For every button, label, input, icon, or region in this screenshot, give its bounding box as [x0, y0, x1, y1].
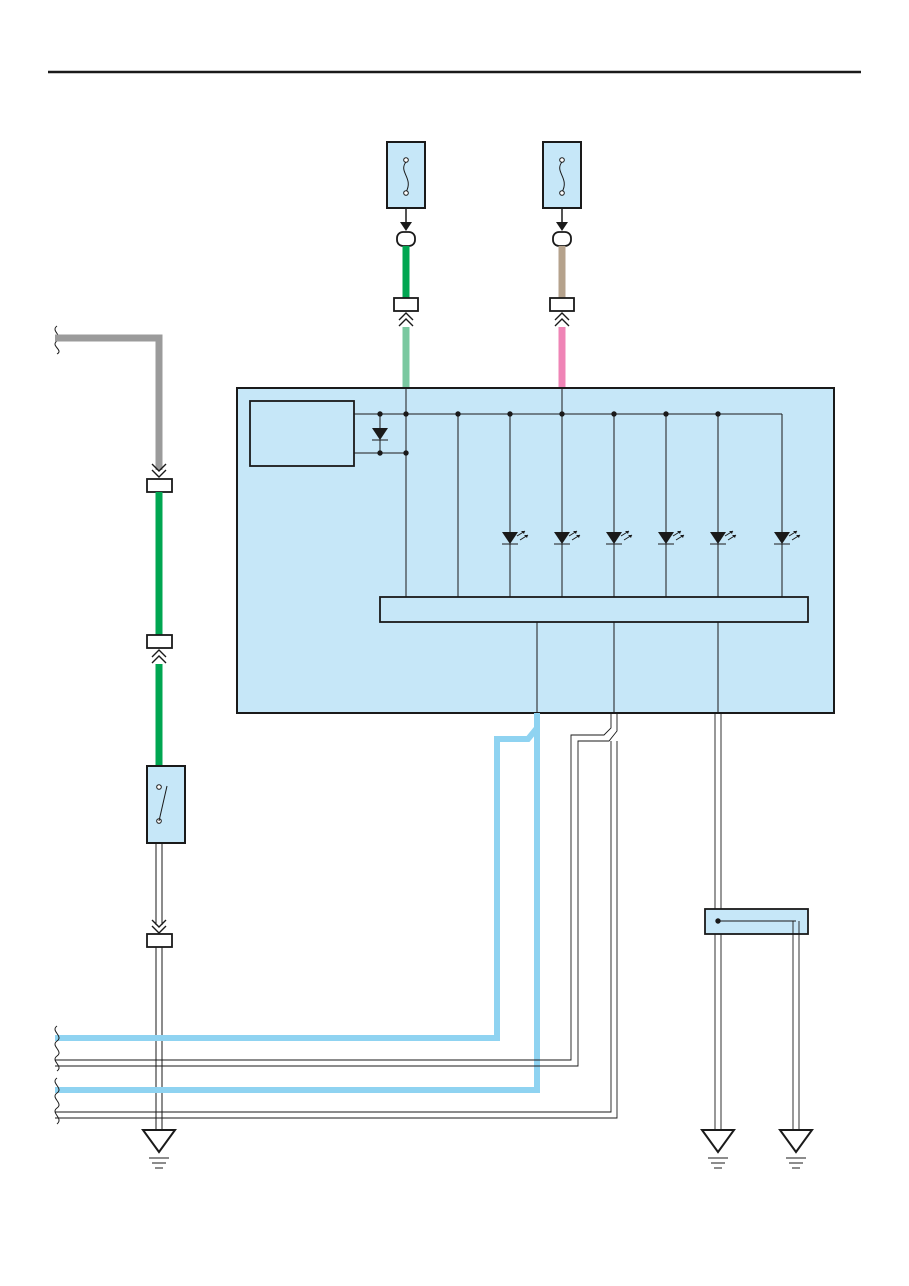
led-icon — [554, 530, 581, 545]
wire-black-left — [155, 843, 163, 925]
fuse-1 — [386, 141, 426, 247]
ground-icon — [700, 1129, 736, 1169]
diode-icon — [372, 414, 388, 453]
wire-black-right-2 — [792, 921, 800, 1130]
terminal-2 — [552, 231, 572, 247]
connector-1 — [393, 297, 419, 327]
wire-light-blue-1 — [55, 713, 540, 1041]
internal-lines — [405, 388, 783, 597]
led-icon — [774, 530, 801, 545]
ground-icon — [141, 1129, 177, 1169]
terminal-1 — [396, 231, 416, 247]
fuse-2 — [542, 141, 582, 247]
junction-dots — [403, 411, 721, 417]
wire-light-blue-2 — [55, 713, 540, 1093]
led-icon — [502, 530, 529, 545]
switch — [146, 765, 186, 844]
wire-break-symbol — [54, 1077, 60, 1125]
fuse-icon — [403, 161, 409, 193]
wire-gray — [55, 334, 163, 470]
logic-block — [379, 596, 809, 623]
led-icon — [606, 530, 633, 545]
wire-black-thin-1 — [55, 713, 618, 1067]
connector-4 — [146, 634, 173, 664]
wire-break-symbol — [54, 1025, 60, 1072]
control-circuit — [249, 400, 355, 467]
connector-5 — [146, 919, 173, 948]
led-icon — [658, 530, 685, 545]
fuse-icon — [559, 161, 565, 193]
led-icon — [710, 530, 737, 545]
switch-icon — [156, 784, 168, 824]
connector-2 — [549, 297, 575, 327]
ground-icon — [778, 1129, 814, 1169]
wire-black-thin-2 — [55, 741, 618, 1119]
